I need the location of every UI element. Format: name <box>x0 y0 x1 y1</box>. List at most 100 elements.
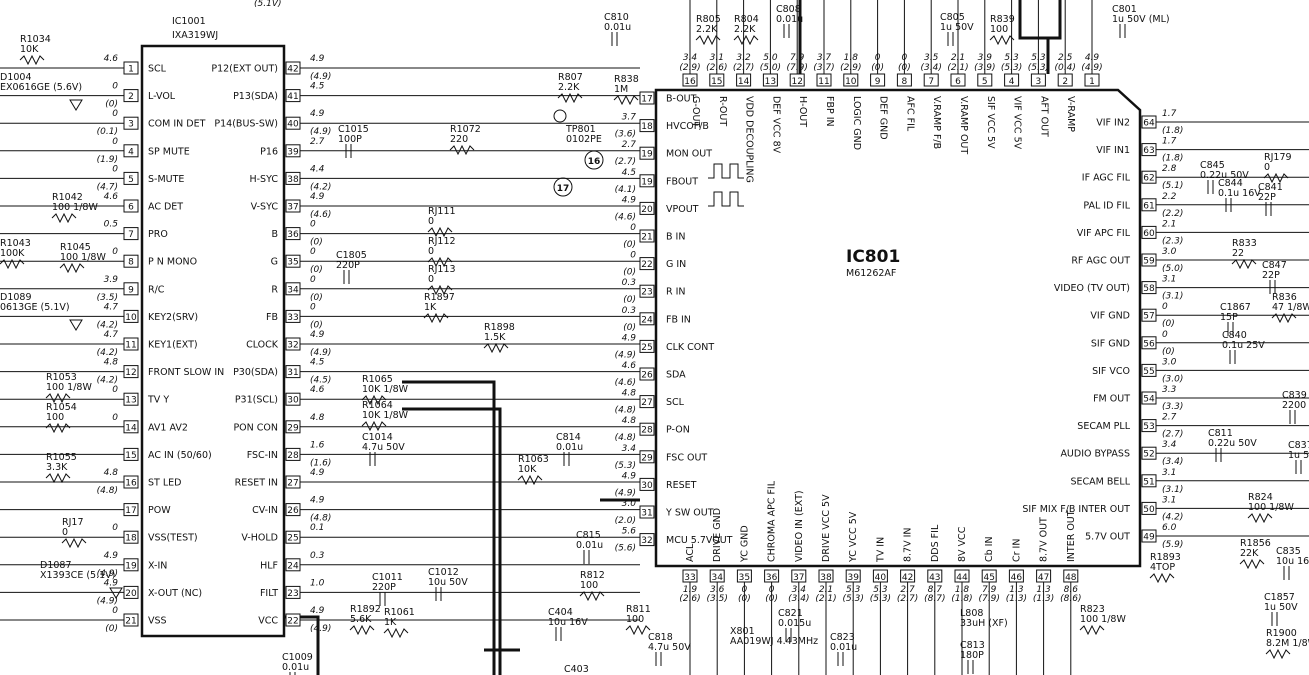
ic1001-pin-number: 32 <box>287 341 298 351</box>
pin-voltage: 0 <box>310 302 316 312</box>
ic1001-pin-name: FB <box>266 312 278 323</box>
pin-voltage: 4.8 <box>622 389 637 399</box>
pin-voltage-alt: (8.6) <box>1060 594 1081 604</box>
component-ref: C1009 <box>282 652 313 663</box>
component-c837: C8371u 50V <box>1288 440 1309 474</box>
ic801-pin-number: 53 <box>1143 422 1154 432</box>
component-value: 0 <box>428 216 434 227</box>
component-value: AA019WJ 4.43MHz <box>730 636 818 647</box>
component-ref: C801 <box>1112 4 1137 15</box>
marker-17 <box>553 177 573 197</box>
ic1001-pin-name: B <box>271 229 278 240</box>
ic801-pin-number: 28 <box>641 426 653 436</box>
ic1001-pin-name: HLF <box>260 560 278 571</box>
ic1001-pin-box <box>285 475 301 489</box>
ic801-pin-name: R-OUT <box>717 96 728 126</box>
ic1001-pin-box <box>285 227 301 241</box>
pin-voltage-alt: (0) <box>310 265 323 275</box>
pin-voltage: 4.9 <box>1085 53 1100 63</box>
pin-voltage: 0 <box>112 247 118 257</box>
pin-voltage-alt: (2.1) <box>947 63 968 73</box>
component-ref: C821 <box>778 608 803 619</box>
ic801-pin-box <box>639 450 655 464</box>
ic801-pin-name: VIDEO IN (EXT) <box>794 490 805 562</box>
component-value: 1K <box>424 302 437 313</box>
pin-voltage: 1.3 <box>1009 585 1024 595</box>
pin-voltage: 5.3 <box>873 585 888 595</box>
resistor-symbol <box>517 474 543 486</box>
component-value: 0.01u <box>282 662 309 673</box>
component-value: 1K <box>384 617 397 628</box>
ic801-pin-number: 14 <box>738 77 750 87</box>
ic801-pin-name: SIF GND <box>1091 338 1130 349</box>
component-value: 0 <box>428 274 434 285</box>
ic1001-pin-box <box>123 309 139 323</box>
ic1001-pin-box <box>123 199 139 213</box>
ic1001-pin-number: 14 <box>125 423 137 433</box>
component-ref: C844 <box>1218 178 1243 189</box>
ic1001-pin-box <box>123 503 139 517</box>
ic801-pin-box <box>1141 474 1157 488</box>
resistor-symbol <box>625 624 651 636</box>
ic801-pin-name: FSC OUT <box>666 452 707 463</box>
ic801-pin-number: 30 <box>641 481 653 491</box>
ic801-pin-box <box>896 73 912 87</box>
component-ref: R805 <box>696 14 721 25</box>
ic801-pin-name: FM OUT <box>1093 394 1130 405</box>
pin-voltage-alt: (4.8) <box>97 486 118 496</box>
ic1001-pin-box <box>123 227 139 241</box>
ic801-pin-box <box>709 73 725 87</box>
resistor-symbol <box>45 422 71 434</box>
ic801-pin-box <box>1141 419 1157 433</box>
component-value: 8.2M 1/8W <box>1266 638 1309 649</box>
ic801-pin-box <box>639 339 655 353</box>
resistor-symbol <box>695 34 721 46</box>
ic801-pin-box <box>843 73 859 87</box>
ic801-pin-name: LOGIC GND <box>851 96 862 150</box>
ic801-pin-box <box>1141 170 1157 184</box>
component-value: 22K <box>1240 548 1259 559</box>
ic1001-pin-name: PON CON <box>233 422 278 433</box>
ic1001-pin-number: 40 <box>287 120 299 130</box>
bus-line <box>402 407 502 675</box>
ic801-pin-number: 64 <box>1143 119 1155 129</box>
resistor-symbol <box>51 212 77 224</box>
ic801-pin-number: 21 <box>641 233 652 243</box>
resistor-symbol <box>1265 648 1291 660</box>
ic1001-pin-name: L-VOL <box>148 91 176 102</box>
component-ref: C841 <box>1258 182 1283 193</box>
component-value: 0.22u 50V <box>1200 170 1249 181</box>
ic801-pin-name: VIF IN2 <box>1096 118 1130 129</box>
ic1001-pin-name: S-MUTE <box>148 174 184 185</box>
pin-voltage: 1.3 <box>1036 585 1051 595</box>
component-ref: D1087 <box>40 560 72 571</box>
component-ref: C813 <box>960 640 985 651</box>
component-value: 0.1u 16V <box>1218 188 1261 199</box>
component-value: 10K <box>518 464 537 475</box>
ic801-pin-name: YC VCC 5V <box>848 511 859 563</box>
ic801-pin-number: 22 <box>641 260 652 270</box>
pin-voltage-alt: (2.7) <box>1162 430 1183 440</box>
ic1001-pin-box <box>123 89 139 103</box>
ic801-pin-box <box>639 146 655 160</box>
ic1001-pin-number: 25 <box>287 534 298 544</box>
pin-voltage-alt: (1.8) <box>951 594 972 604</box>
pin-voltage-alt: (3.5) <box>97 293 118 303</box>
pulse-waveform-icon <box>708 191 744 207</box>
pin-voltage-alt: (0) <box>310 293 323 303</box>
ic801-pin-name: SECAM PLL <box>1077 421 1130 432</box>
pin-voltage: 4.9 <box>104 578 119 588</box>
component-value: 10u 16V <box>548 617 588 628</box>
ic1001-pin-name: AC IN (50/60) <box>148 450 212 461</box>
